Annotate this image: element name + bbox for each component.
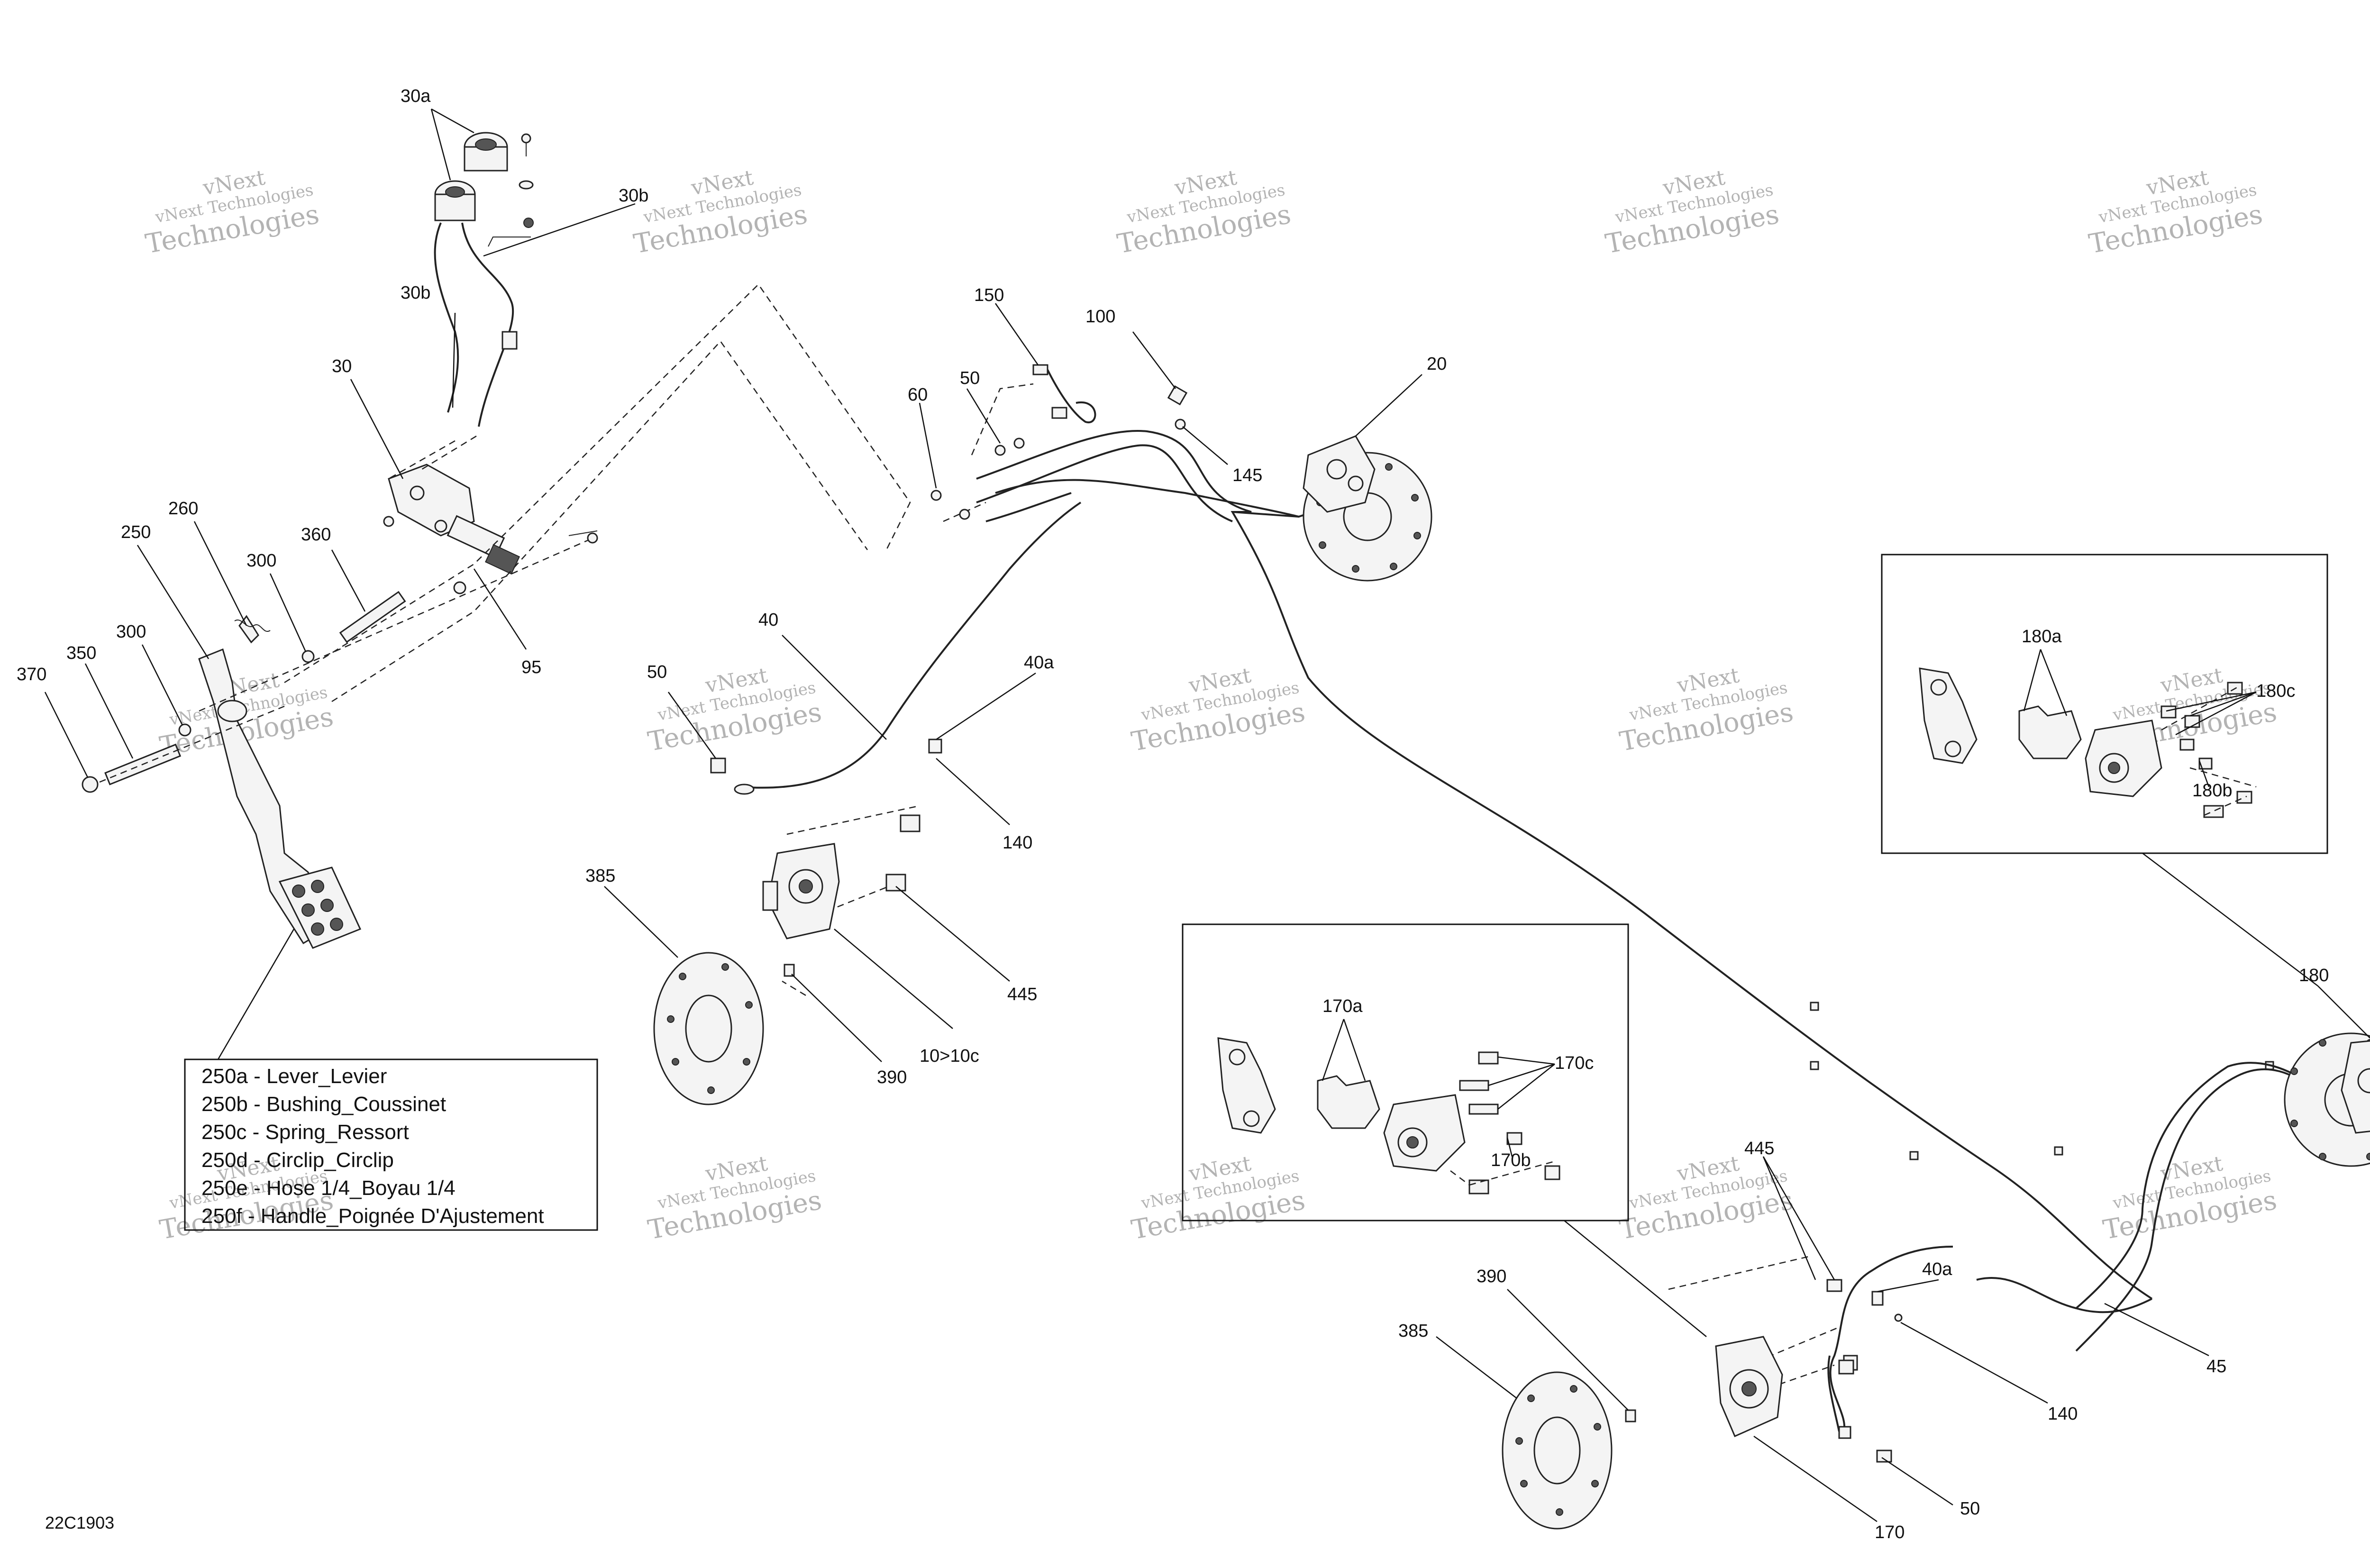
legend-item: 250e - Hose 1/4_Boyau 1/4 [201,1176,456,1200]
callout-170a: 170a [1322,996,1363,1016]
watermark: vNext Technologies Technologies vNext [2101,1151,2279,1246]
callout-50: 50 [647,662,667,682]
callout-390: 390 [877,1067,907,1087]
detail-box-180 [1881,554,2328,854]
callout-250: 250 [121,522,151,542]
callout-20: 20 [1427,354,1447,374]
watermark: vNext Technologies Technologies vNext [1115,165,1293,260]
legend-item: 250b - Bushing_Coussinet [201,1093,446,1116]
hose-clamp [501,331,518,350]
callout-180: 180 [2299,966,2329,985]
master-cylinder-30 [383,464,520,594]
leader-lines [44,108,2370,1522]
brake-line-main [976,430,2153,1300]
fitting-100 [1167,385,1188,406]
callout-300: 300 [116,622,146,642]
legend-box: 250a - Lever_Levier 250b - Bushing_Couss… [184,1058,598,1231]
callout-40a: 40a [1024,653,1054,673]
callout-150: 150 [974,285,1004,305]
watermark: vNext Technologies Technologies vNext [1603,165,1781,260]
reservoir-hose-30b [461,222,514,427]
callout-labels: 30a 30b 30b 30 260 250 360 300 300 350 3… [17,86,2329,1542]
callout-300: 300 [246,551,276,571]
callout-10: 10>10c [920,1046,979,1066]
watermark: vNext Technologies Technologies vNext [631,165,810,260]
callout-30a: 30a [401,86,431,106]
bolt-390 [784,964,795,977]
callout-445: 445 [1744,1139,1774,1158]
rear-brake-lines [1826,1062,2319,1463]
brake-pedal-assembly [82,591,406,949]
assembly-dash-lines [99,283,1840,1404]
legend-item: 250f - Handle_Poignée D'Ajustement [201,1204,544,1228]
legend-item: 250a - Lever_Levier [201,1065,387,1088]
callout-145: 145 [1232,465,1262,485]
nut-370 [82,776,99,793]
callout-350: 350 [66,643,96,663]
rear-left-brake-170 [1502,1336,1854,1530]
watermark: vNext Technologies Technologies vNext [1129,1151,1307,1246]
legend-item: 250d - Circlip_Circlip [201,1149,394,1172]
callout-260: 260 [168,499,198,519]
callout-140: 140 [1003,833,1032,853]
callout-180b: 180b [2192,781,2233,801]
reservoir-30a-upper [464,132,534,228]
pivot-bolt-360 [339,591,406,643]
callout-140: 140 [2048,1404,2078,1424]
bolt-50-mid [710,757,726,774]
callout-95: 95 [521,657,541,677]
callout-100: 100 [1085,307,1115,327]
callout-40: 40 [758,610,778,630]
reservoir-30a-lower [434,180,476,221]
detail-box-170 [1182,923,1629,1222]
callout-50: 50 [960,368,980,388]
callout-445: 445 [1007,985,1037,1004]
callout-170b: 170b [1491,1150,1531,1170]
front-left-brake [653,814,921,1105]
washer-60 [930,490,942,501]
nut-300-left [178,723,191,737]
callout-30b: 30b [619,186,648,206]
callout-30: 30 [332,356,352,376]
callout-45: 45 [2206,1357,2226,1377]
watermark: vNext Technologies Technologies vNext [2087,165,2265,260]
legend-item: 250c - Spring_Ressort [201,1121,409,1144]
nut-300 [301,650,315,663]
callout-30b: 30b [401,283,430,303]
callout-60: 60 [908,385,928,405]
brake-line-45 [2075,1068,2319,1352]
master-cylinder-assembly [383,132,598,594]
callout-390: 390 [1477,1267,1506,1286]
rear-right-brake-180 [2284,1032,2370,1167]
fitting-40a [928,738,942,754]
watermark: vNext Technologies Technologies vNext [1129,663,1307,757]
watermark: vNext Technologies Technologies vNext [646,1151,824,1246]
diagram-code: 22C1903 [45,1513,114,1532]
brake-line-40a-rear [1829,1246,1953,1432]
watermark: vNext Technologies Technologies vNext [1617,1151,1796,1246]
brake-line-150 [1047,369,1096,424]
bolt-390-rear [1625,1409,1636,1422]
spring-260 [238,615,259,644]
callout-360: 360 [301,525,331,545]
brake-line-40 [739,501,1082,789]
callout-180c: 180c [2256,681,2295,701]
callout-370: 370 [17,665,46,684]
callout-40a: 40a [1922,1259,1952,1279]
callout-385: 385 [1398,1321,1428,1341]
callout-385: 385 [585,866,615,886]
watermark: vNext Technologies Technologies vNext [1617,663,1796,757]
front-right-brake-20 [1303,435,1432,582]
bolt-445 [885,874,906,892]
watermark: vNext Technologies Technologies vNext [143,165,321,260]
bolt-50 [994,445,1006,456]
callout-170: 170 [1875,1522,1905,1542]
bolt-140 [900,814,921,832]
callout-170c: 170c [1555,1053,1594,1073]
callout-180a: 180a [2022,627,2062,647]
callout-50: 50 [1960,1499,1980,1519]
